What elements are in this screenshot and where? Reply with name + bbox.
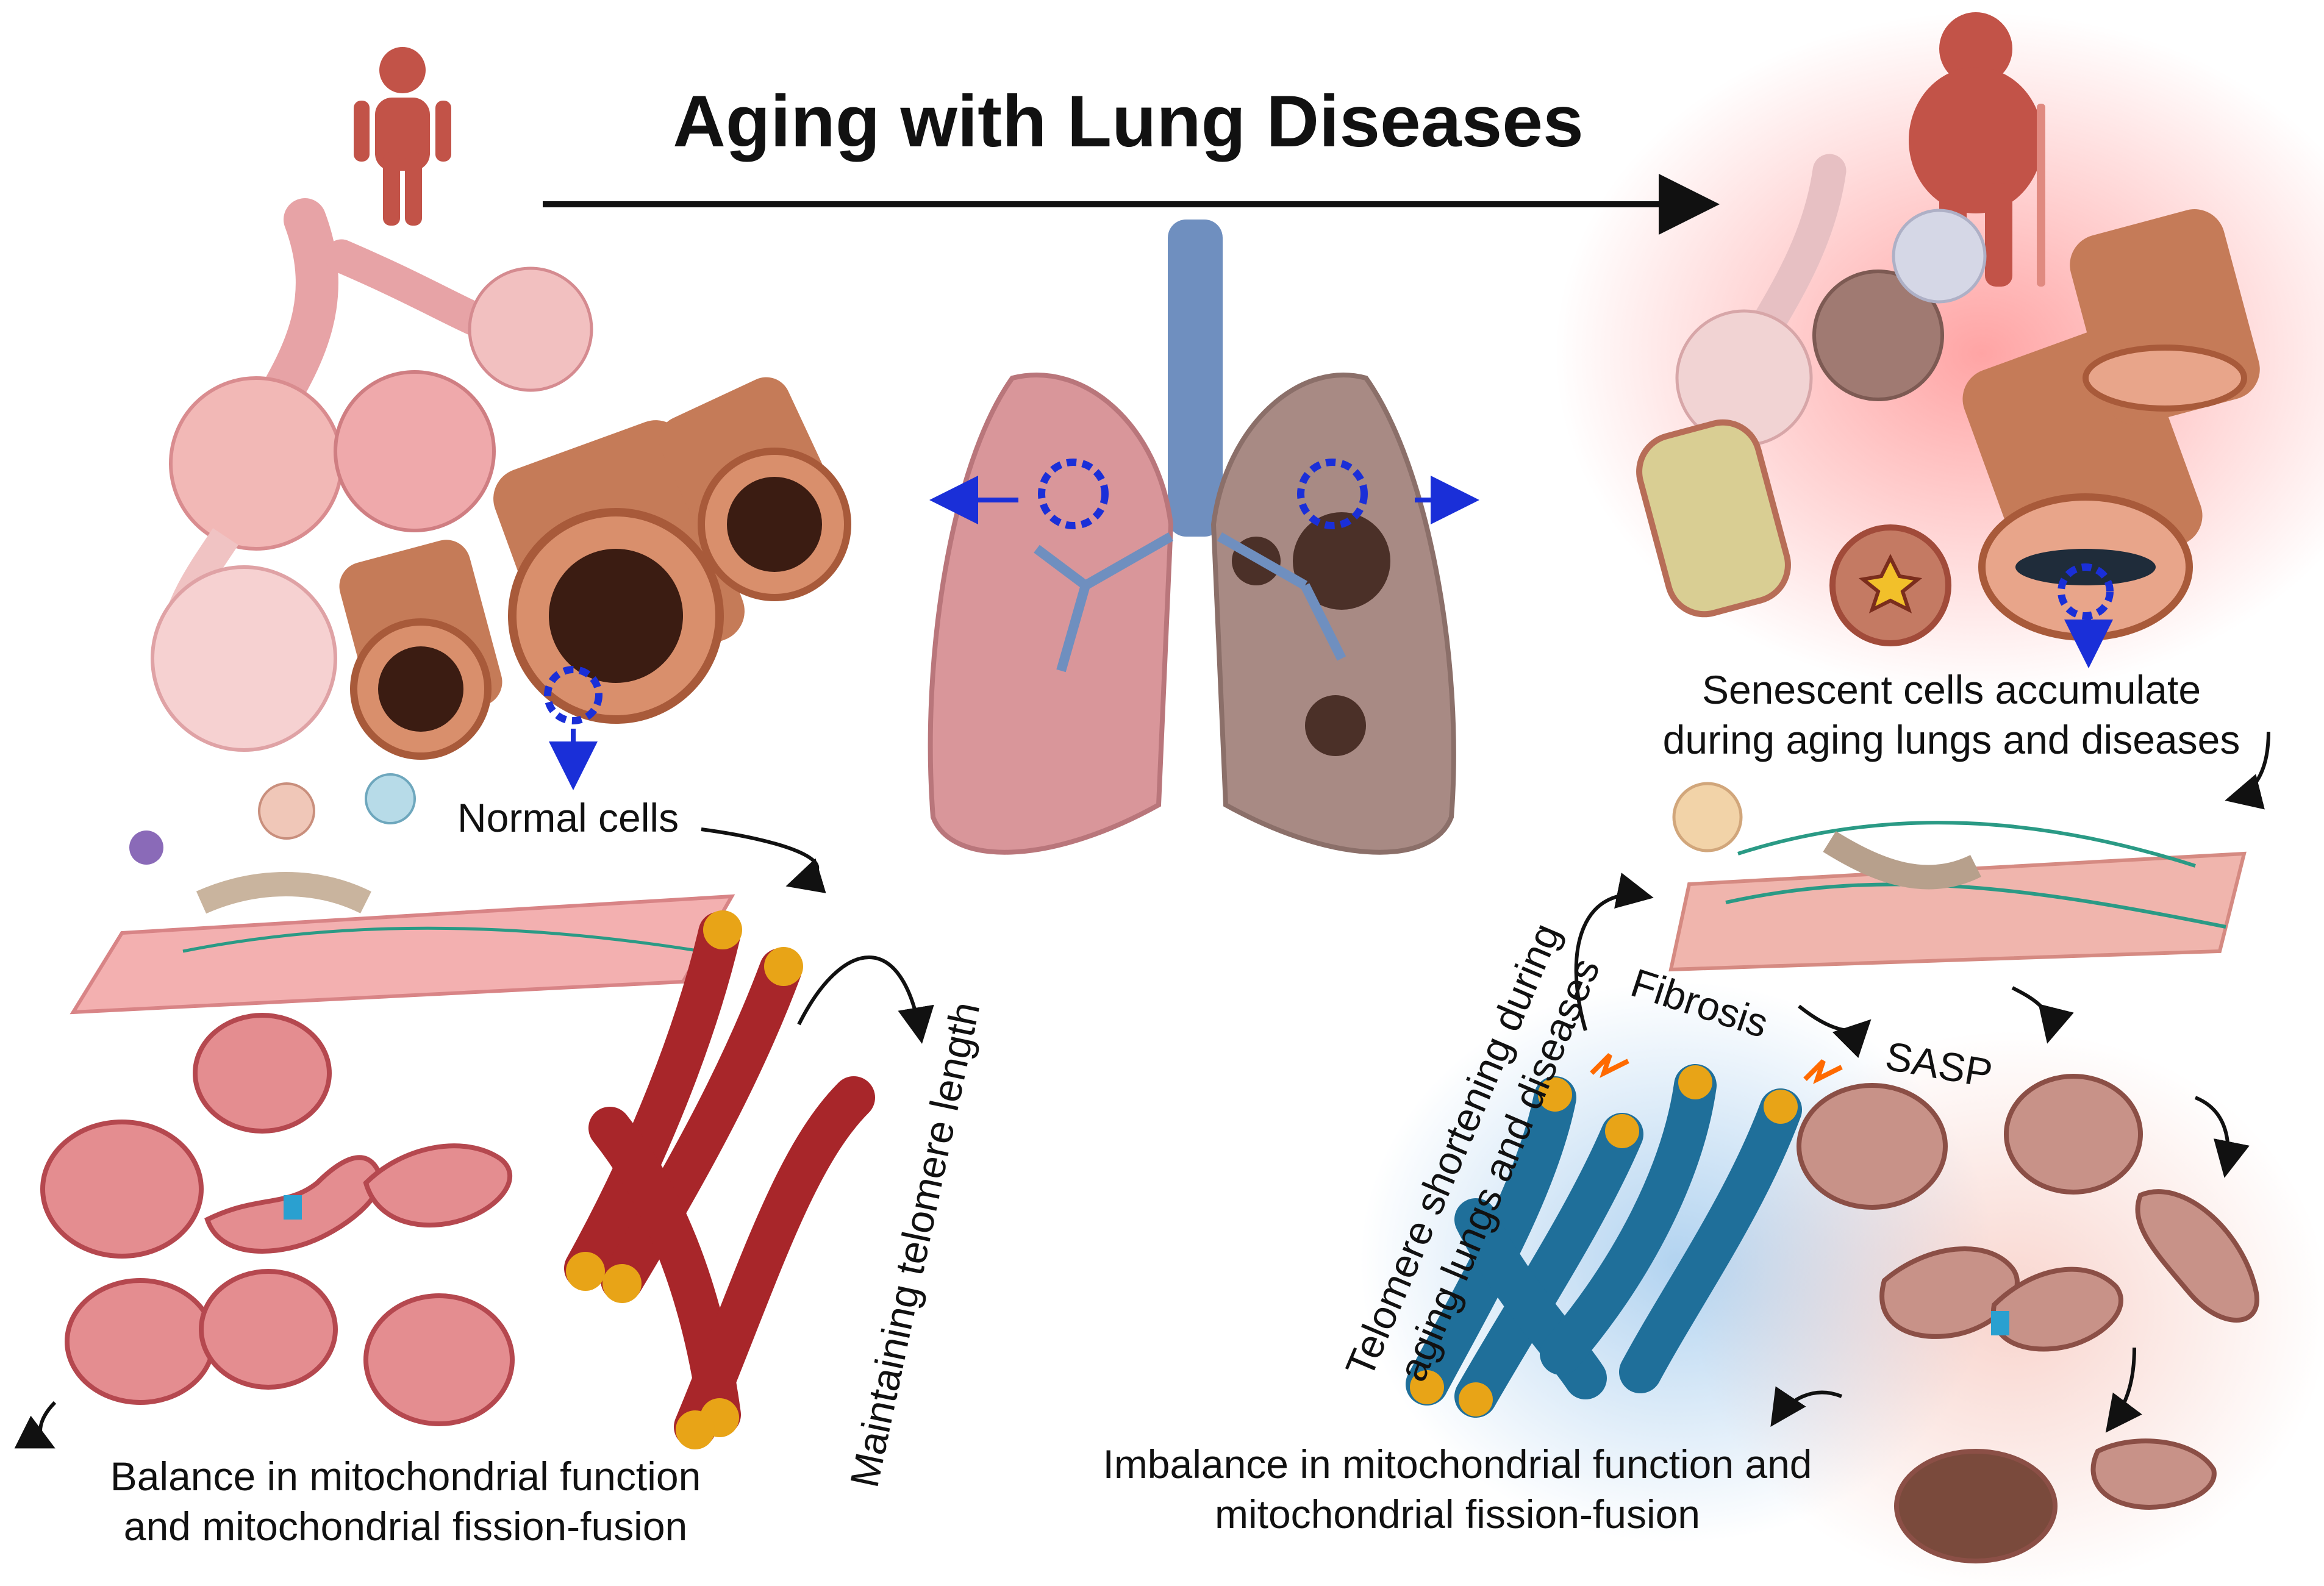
senescent-cell-layer (1668, 782, 2247, 972)
imbalance-label-line2: mitochondrial fission-fusion (1214, 1491, 1701, 1537)
balance-label-line2: and mitochondrial fission-fusion (123, 1504, 688, 1549)
senescent-label: Senescent cells accumulate during aging … (1598, 665, 2305, 765)
diagram-title: Aging with Lung Diseases (673, 80, 1584, 162)
normal-cells-curve-arrow (701, 827, 826, 893)
telomere-curve-arrow (797, 956, 934, 1044)
fibrosis-arrow (1798, 1004, 1872, 1059)
diseased-airway-fibrotic (1636, 419, 1791, 618)
healthy-alveoli-cluster (151, 198, 593, 752)
sasp-arrow (2011, 986, 2074, 1044)
telomere-short-curve-arrow (1574, 873, 1654, 1031)
fission-site-healthy (284, 1195, 302, 1220)
imbalance-arrow-down (2105, 1347, 2142, 1433)
child-icon (354, 47, 451, 226)
healthy-airway-3 (659, 377, 851, 601)
chromosome-shortened (1406, 1053, 1843, 1418)
lungs-icon (928, 220, 1456, 855)
normal-cells-label: Normal cells (457, 795, 679, 840)
imbalance-label: Imbalance in mitochondrial function and … (1037, 1439, 1878, 1539)
balance-label-line1: Balance in mitochondrial function (110, 1454, 701, 1499)
chromosome-healthy (564, 910, 875, 1449)
mitochondria-damaged (1797, 1074, 2259, 1563)
diseased-airway-large (1962, 324, 2203, 641)
mito-curve-arrow (2194, 1096, 2250, 1178)
diseased-airway-constricted (1829, 524, 1951, 646)
normal-cell-layer (70, 773, 735, 1015)
senescent-curve-arrow (2225, 731, 2270, 810)
balance-label: Balance in mitochondrial function and mi… (24, 1451, 787, 1551)
senescent-label-line1: Senescent cells accumulate (1701, 667, 2201, 712)
imbalance-arrow-left (1770, 1386, 1843, 1427)
senescent-label-line2: during aging lungs and diseases (1662, 717, 2240, 762)
balance-curve-arrow (14, 1401, 57, 1449)
mitochondria-healthy (40, 1013, 515, 1426)
imbalance-label-line1: Imbalance in mitochondrial function and (1103, 1441, 1812, 1487)
healthy-airway-1 (339, 540, 502, 760)
fission-site-damaged (1991, 1311, 2009, 1335)
diseased-airway-narrow (2070, 209, 2260, 425)
